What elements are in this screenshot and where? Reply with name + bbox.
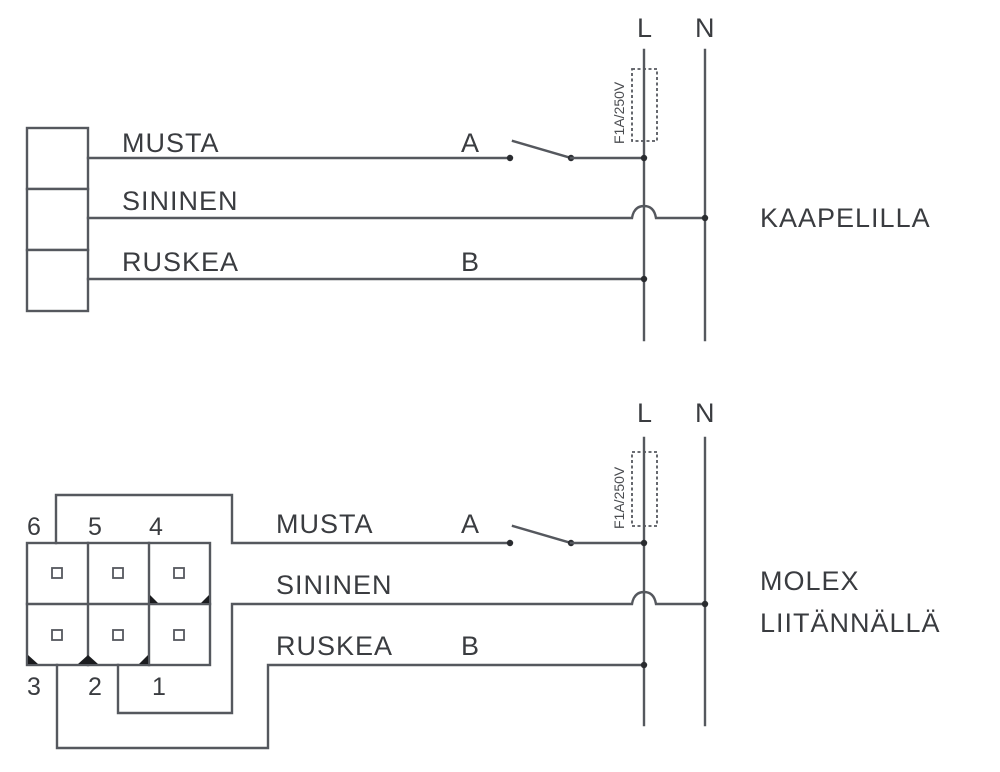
section-title-cable: KAAPELILLA [760,203,931,233]
pin-1 [173,629,185,641]
pin-number-5: 5 [88,513,102,541]
key-mark [28,655,38,664]
switch-blade [511,139,573,160]
label-ruskea: RUSKEA [276,631,393,661]
molex-connector [25,541,212,667]
bus-label-l: L [637,398,652,428]
label-sininen: SININEN [122,186,239,216]
bus-label-n: N [695,13,715,43]
fuse-symbol [631,451,658,527]
pin-6 [51,567,63,579]
label-musta: MUSTA [122,128,220,158]
pin-number-6: 6 [27,513,41,541]
pin-2 [112,629,124,641]
switch-contact-left [506,539,514,547]
pin-3 [51,629,63,641]
pin-5 [112,567,124,579]
label-musta: MUSTA [276,509,374,539]
terminal-label-a: A [461,128,480,158]
terminal-label-a: A [461,509,480,539]
section-title-molex-line2: LIITÄNNÄLLÄ [760,608,941,638]
junction-dot [640,154,648,162]
wire-sininen [116,590,707,715]
fuse-label: F1A/250V [611,466,627,529]
junction-dot [640,275,648,283]
pin-number-4: 4 [149,513,163,541]
switch-contact-left [506,154,514,162]
fuse-symbol [631,68,658,142]
pin-number-2: 2 [88,673,102,701]
junction-dot [701,600,709,608]
section-cable: L N F1A/250V MUSTA SININEN RUSKEA A [25,13,931,342]
junction-dot [640,539,648,547]
wire-musta [54,493,512,545]
pin-4 [173,567,185,579]
label-sininen: SININEN [276,570,393,600]
terminal-block [25,126,90,313]
terminal-label-b: B [461,247,480,277]
junction-dot [640,661,648,669]
fuse-label: F1A/250V [611,81,627,144]
wire-sininen [86,204,707,220]
switch-blade [511,524,573,545]
wire-ruskea [55,663,646,750]
pin-number-3: 3 [27,673,41,701]
key-mark [150,595,158,603]
key-mark [139,655,148,664]
key-mark [78,655,98,664]
junction-dot [701,214,709,222]
section-molex: L N F1A/250V 6 5 4 [25,398,941,750]
key-mark [201,595,209,603]
section-title-molex-line1: MOLEX [760,566,860,596]
pin-number-1: 1 [152,673,166,701]
label-ruskea: RUSKEA [122,247,239,277]
bus-label-n: N [695,398,715,428]
bus-label-l: L [637,13,652,43]
terminal-label-b: B [461,631,480,661]
